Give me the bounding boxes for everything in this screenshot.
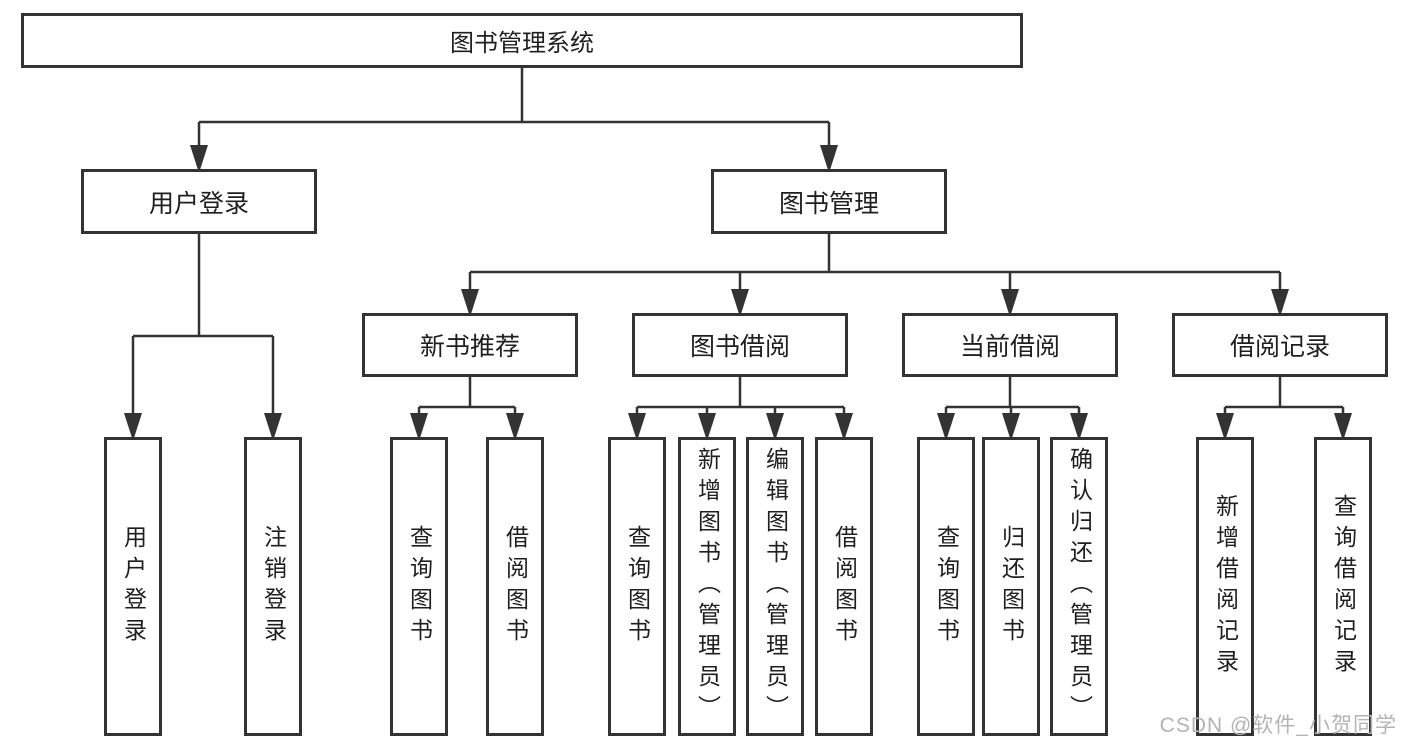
node-label: 图书借阅 — [689, 333, 790, 361]
node-leaf-user-login: 用户登录 — [104, 437, 162, 736]
node-label: 借阅图书 — [502, 524, 529, 649]
node-label: 用户登录 — [120, 524, 147, 649]
node-new-book-recommend: 新书推荐 — [362, 313, 578, 377]
node-label: 查询图书 — [406, 524, 433, 649]
node-label: 用户登录 — [148, 189, 249, 218]
node-book-management: 图书管理 — [711, 169, 947, 234]
node-leaf-add-book-admin: 新增图书（管理员） — [678, 437, 736, 736]
node-leaf-confirm-return-admin: 确认归还（管理员） — [1050, 437, 1108, 736]
node-leaf-query-books-1: 查询图书 — [390, 437, 448, 736]
node-leaf-borrow-books-1: 借阅图书 — [486, 437, 544, 736]
node-current-borrow: 当前借阅 — [902, 313, 1118, 377]
node-label: 查询图书 — [933, 524, 960, 649]
node-label: 新增图书（管理员） — [694, 447, 721, 726]
node-leaf-borrow-books-2: 借阅图书 — [815, 437, 873, 736]
node-library-management-system: 图书管理系统 — [21, 13, 1023, 68]
node-leaf-query-borrow-record: 查询借阅记录 — [1314, 437, 1372, 736]
csdn-watermark: CSDN @软件_小贺同学 — [1159, 714, 1397, 737]
node-label: 注销登录 — [260, 524, 287, 649]
node-label: 图书管理 — [778, 189, 879, 218]
node-book-borrow: 图书借阅 — [632, 313, 848, 377]
node-leaf-edit-book-admin: 编辑图书（管理员） — [746, 437, 804, 736]
node-label: 图书管理系统 — [450, 30, 594, 57]
arrowheads — [124, 145, 1352, 441]
node-leaf-logout: 注销登录 — [244, 437, 302, 736]
node-label: 新增借阅记录 — [1212, 493, 1239, 680]
node-leaf-return-book: 归还图书 — [982, 437, 1040, 736]
node-label: 确认归还（管理员） — [1066, 447, 1093, 726]
node-label: 新书推荐 — [419, 333, 520, 361]
node-label: 归还图书 — [998, 524, 1025, 649]
node-label: 查询图书 — [624, 524, 651, 649]
node-leaf-query-books-2: 查询图书 — [608, 437, 666, 736]
node-label: 借阅图书 — [831, 524, 858, 649]
node-leaf-query-books-3: 查询图书 — [917, 437, 975, 736]
node-label: 当前借阅 — [959, 333, 1060, 361]
node-borrow-records: 借阅记录 — [1172, 313, 1388, 377]
node-user-login: 用户登录 — [81, 169, 317, 234]
node-leaf-add-borrow-record: 新增借阅记录 — [1196, 437, 1254, 736]
node-label: 查询借阅记录 — [1330, 493, 1357, 680]
node-label: 编辑图书（管理员） — [762, 447, 789, 726]
node-label: 借阅记录 — [1229, 333, 1330, 361]
